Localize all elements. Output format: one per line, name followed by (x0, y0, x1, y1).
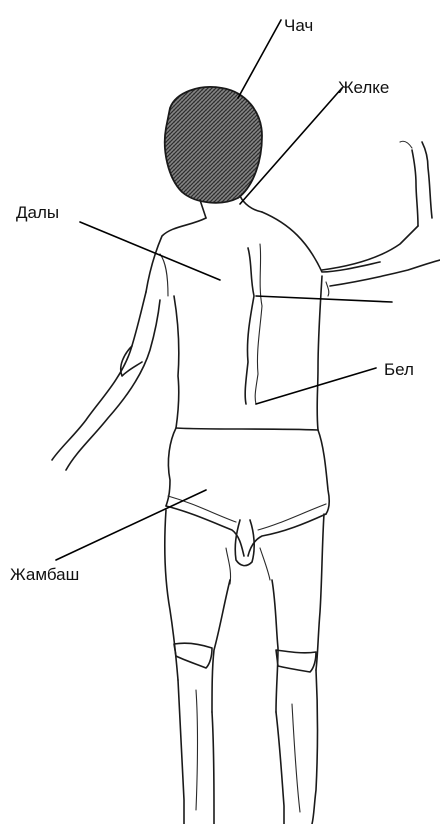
legs (165, 510, 324, 824)
leader-line-waist (256, 368, 376, 404)
shorts (166, 428, 329, 584)
leader-line-hair (238, 20, 281, 98)
label-hair: Чач (284, 16, 313, 35)
hair-shape (165, 87, 262, 203)
label-waist: Бел (384, 360, 414, 379)
right-arm (322, 141, 440, 286)
leader-line-back-right (256, 296, 392, 302)
label-neck: Желке (338, 78, 389, 97)
torso (146, 212, 380, 430)
leader-line-pelvis (56, 490, 206, 560)
left-arm (52, 292, 160, 470)
label-back: Далы (16, 203, 59, 222)
head (165, 87, 262, 218)
label-pelvis: Жамбаш (10, 565, 79, 584)
